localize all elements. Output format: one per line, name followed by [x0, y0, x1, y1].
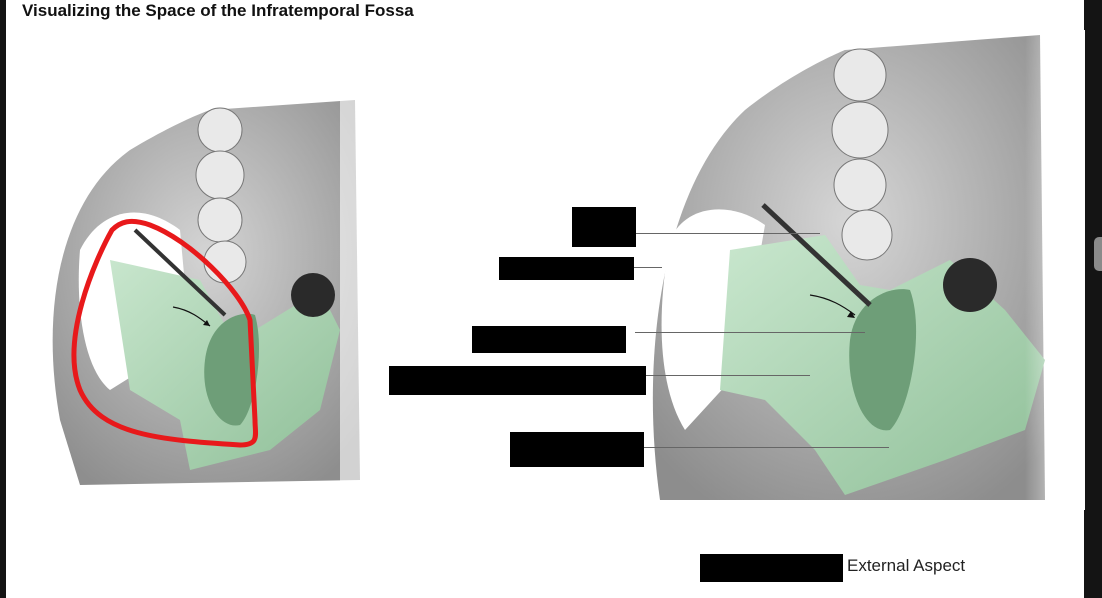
right-skull-figure — [652, 30, 1085, 510]
figure-caption: External Aspect — [847, 556, 966, 575]
redacted-label-5 — [510, 432, 644, 467]
red-highlight-outline — [71, 218, 259, 448]
left-skull-figure — [52, 90, 380, 490]
leader-line-3 — [635, 332, 865, 333]
redacted-caption-prefix — [700, 554, 843, 582]
leader-line-4 — [646, 375, 810, 376]
redacted-label-4 — [389, 366, 646, 395]
redacted-label-3 — [472, 326, 626, 353]
scrollbar-thumb[interactable] — [1094, 237, 1102, 271]
leader-line-1 — [636, 233, 820, 234]
page-title: Visualizing the Space of the Infratempor… — [22, 1, 414, 20]
redacted-label-2 — [499, 257, 634, 280]
leader-line-2 — [634, 267, 662, 268]
leader-line-5 — [644, 447, 889, 448]
redacted-label-1 — [572, 207, 636, 247]
